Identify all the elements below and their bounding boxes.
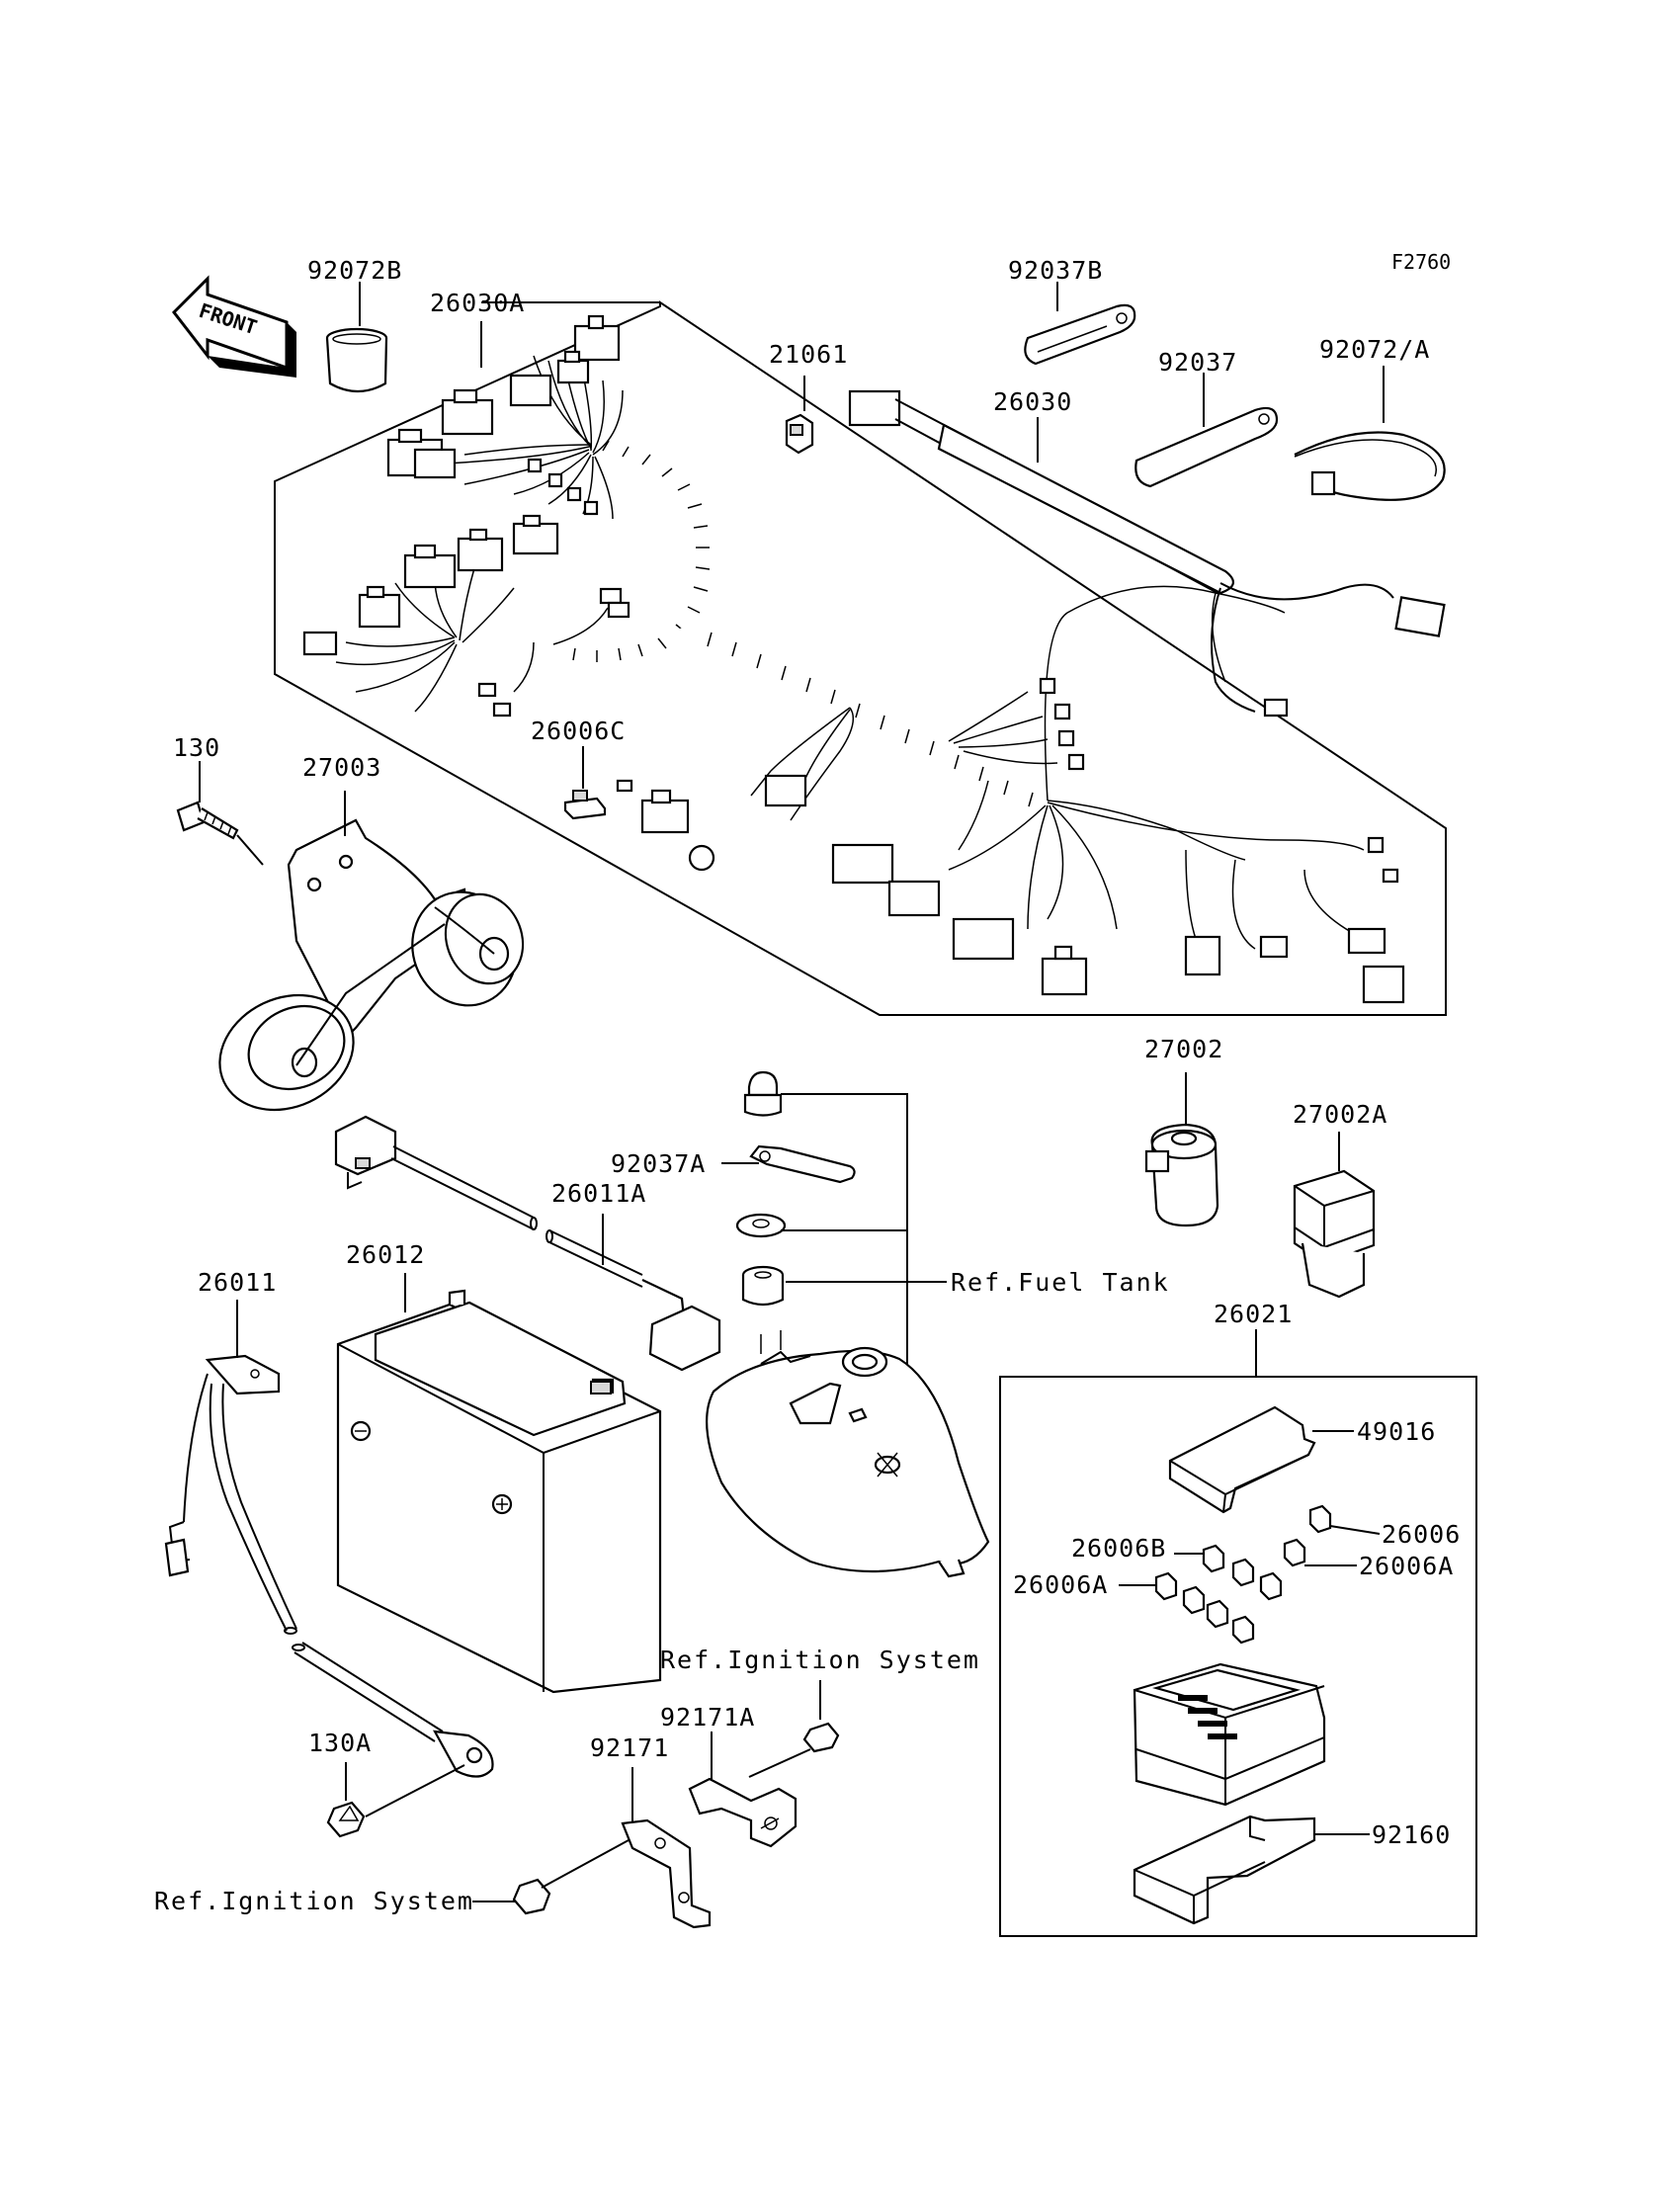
label-130A: 130A xyxy=(308,1729,372,1757)
diagram-code: F2760 xyxy=(1391,250,1451,274)
label-49016: 49016 xyxy=(1357,1417,1436,1446)
harness-outline xyxy=(274,300,1447,1016)
main-wiring-harness-icon xyxy=(302,314,1446,1004)
junction-box-group-frame xyxy=(999,1376,1477,1937)
label-26021: 26021 xyxy=(1214,1300,1293,1328)
label-92072A: 92072/A xyxy=(1319,335,1430,364)
label-26011A: 26011A xyxy=(551,1179,646,1208)
horn-assembly-icon xyxy=(218,818,525,1112)
cover-92160-icon xyxy=(1133,1815,1316,1925)
label-26006: 26006 xyxy=(1382,1520,1461,1549)
label-27002A: 27002A xyxy=(1293,1100,1387,1129)
label-27002: 27002 xyxy=(1144,1035,1223,1063)
label-92160: 92160 xyxy=(1372,1820,1451,1849)
bolt-130-icon xyxy=(176,801,239,840)
label-92037: 92037 xyxy=(1158,348,1237,377)
label-26030A: 26030A xyxy=(430,289,525,317)
fuse-set-icon xyxy=(1154,1504,1332,1645)
relay-27002A-icon xyxy=(1293,1169,1376,1299)
ref-ignition-lower: Ref.Ignition System xyxy=(154,1887,474,1915)
battery-cable-26011-icon xyxy=(164,1354,494,1778)
fuel-tank-icon xyxy=(706,1330,990,1578)
cable-band-icon xyxy=(1294,431,1446,501)
cover-49016-icon xyxy=(1168,1405,1316,1514)
junction-box-icon xyxy=(1133,1662,1326,1807)
front-arrow-icon: FRONT xyxy=(172,275,296,378)
clamp-92037-icon xyxy=(1134,406,1279,488)
fuse-connector-icon xyxy=(785,413,814,455)
collar-icon xyxy=(325,327,388,393)
bolt-130A-icon xyxy=(326,1801,366,1838)
label-92072B: 92072B xyxy=(307,256,402,285)
label-92037B: 92037B xyxy=(1008,256,1103,285)
battery-cable-26011A-icon xyxy=(334,1115,721,1372)
tank-mount-hardware-icon xyxy=(735,1070,856,1307)
ref-ignition-upper: Ref.Ignition System xyxy=(660,1646,980,1674)
nut-upper-icon xyxy=(802,1722,840,1753)
label-26006A-right: 26006A xyxy=(1359,1552,1454,1580)
nut-lower-icon xyxy=(512,1878,551,1915)
bracket-92171A-icon xyxy=(688,1777,798,1848)
switch-27002-icon xyxy=(1144,1123,1219,1227)
label-130: 130 xyxy=(173,733,220,762)
label-26030: 26030 xyxy=(993,387,1072,416)
label-27003: 27003 xyxy=(302,753,381,782)
ref-fuel-tank: Ref.Fuel Tank xyxy=(951,1268,1170,1297)
battery-icon xyxy=(336,1289,662,1694)
clamp-92037B-icon xyxy=(1024,303,1136,366)
label-26012: 26012 xyxy=(346,1240,425,1269)
label-21061: 21061 xyxy=(769,340,848,369)
label-92171A: 92171A xyxy=(660,1703,755,1732)
fuse-26006C-icon xyxy=(563,790,607,820)
label-26006B: 26006B xyxy=(1071,1534,1166,1563)
label-26006A-left: 26006A xyxy=(1013,1570,1108,1599)
label-92171: 92171 xyxy=(590,1733,669,1762)
label-26006C: 26006C xyxy=(531,717,626,745)
label-26011: 26011 xyxy=(198,1268,277,1297)
label-92037A: 92037A xyxy=(611,1149,706,1178)
bracket-92171-icon xyxy=(621,1818,712,1929)
